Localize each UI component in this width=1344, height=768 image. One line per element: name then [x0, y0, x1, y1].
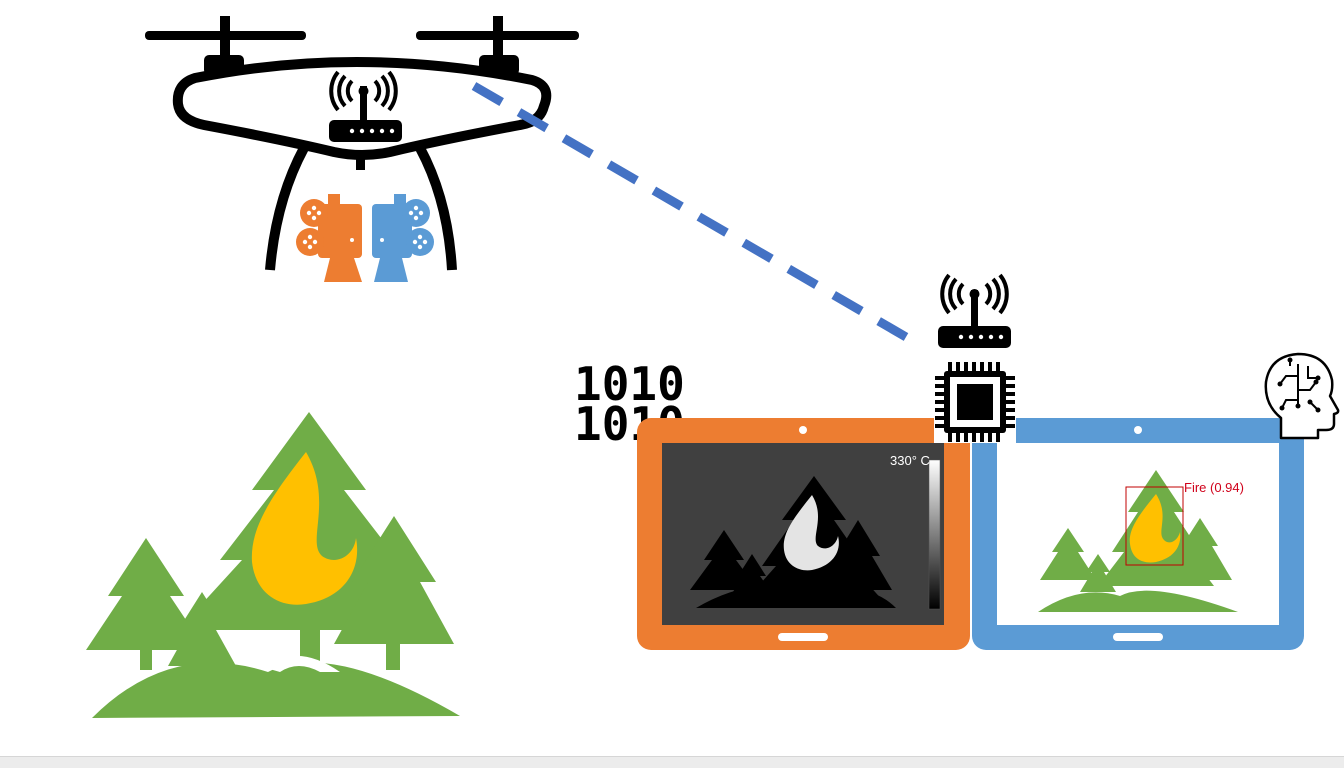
wireless-link-line: [471, 82, 909, 341]
max-temperature-label: 330° C: [890, 453, 930, 468]
wifi-router-icon: [938, 273, 1011, 348]
thermal-view-tablet: 330° C: [637, 418, 970, 650]
binary-line-1: 1010: [574, 357, 685, 411]
bottom-status-strip: [0, 756, 1344, 768]
cpu-chip-icon: [934, 361, 1016, 443]
drone-antenna-icon: [329, 70, 402, 142]
rgb-view-tablet: Fire (0.94): [972, 418, 1304, 650]
fire-detection-label: Fire (0.94): [1184, 480, 1244, 495]
forest-fire-icon: [86, 412, 460, 718]
fire-detection-box: [1125, 486, 1184, 566]
rgb-camera-icon: [372, 194, 434, 282]
ai-brain-head-icon: [1264, 352, 1340, 440]
temperature-scale-bar: [928, 459, 941, 610]
thermal-camera-icon: [296, 194, 362, 282]
